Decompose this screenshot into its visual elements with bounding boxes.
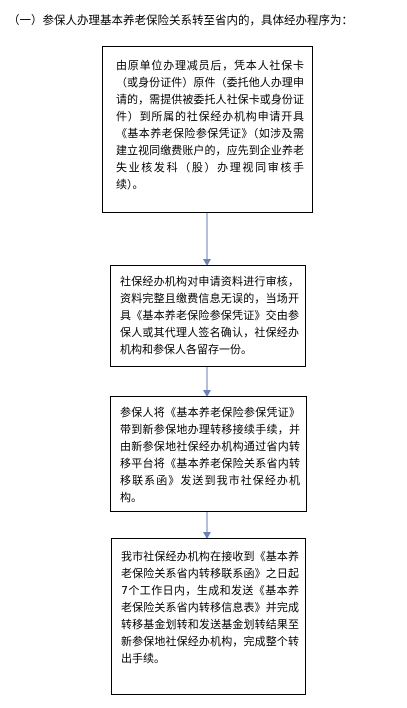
- flow-step-4: 我市社保经办机构在接收到《基本养老保险关系省内转移联系函》之日起7个工作日内，生…: [111, 538, 306, 695]
- flow-step-2-text: 社保经办机构对申请资料进行审核，资料完整且缴费信息无误的，当场开具《基本养老保险…: [120, 275, 299, 356]
- flow-step-3-text: 参保人将《基本养老保险参保凭证》带到新参保地办理转移接续手续，并由新参保地社保经…: [120, 406, 300, 504]
- flow-step-4-text: 我市社保经办机构在接收到《基本养老保险关系省内转移联系函》之日起7个工作日内，生…: [121, 550, 299, 665]
- flow-step-3: 参保人将《基本养老保险参保凭证》带到新参保地办理转移接续手续，并由新参保地社保经…: [110, 396, 307, 512]
- page-title: （一）参保人办理基本养老保险关系转至省内的，具体经办程序为：: [8, 13, 353, 27]
- flow-step-2: 社保经办机构对申请资料进行审核，资料完整且缴费信息无误的，当场开具《基本养老保险…: [110, 265, 306, 367]
- flow-step-1: 由原单位办理减员后，凭本人社保卡（或身份证件）原件（委托他人办理申请的，需提供被…: [102, 46, 313, 213]
- flow-step-1-text: 由原单位办理减员后，凭本人社保卡（或身份证件）原件（委托他人办理申请的，需提供被…: [116, 59, 304, 191]
